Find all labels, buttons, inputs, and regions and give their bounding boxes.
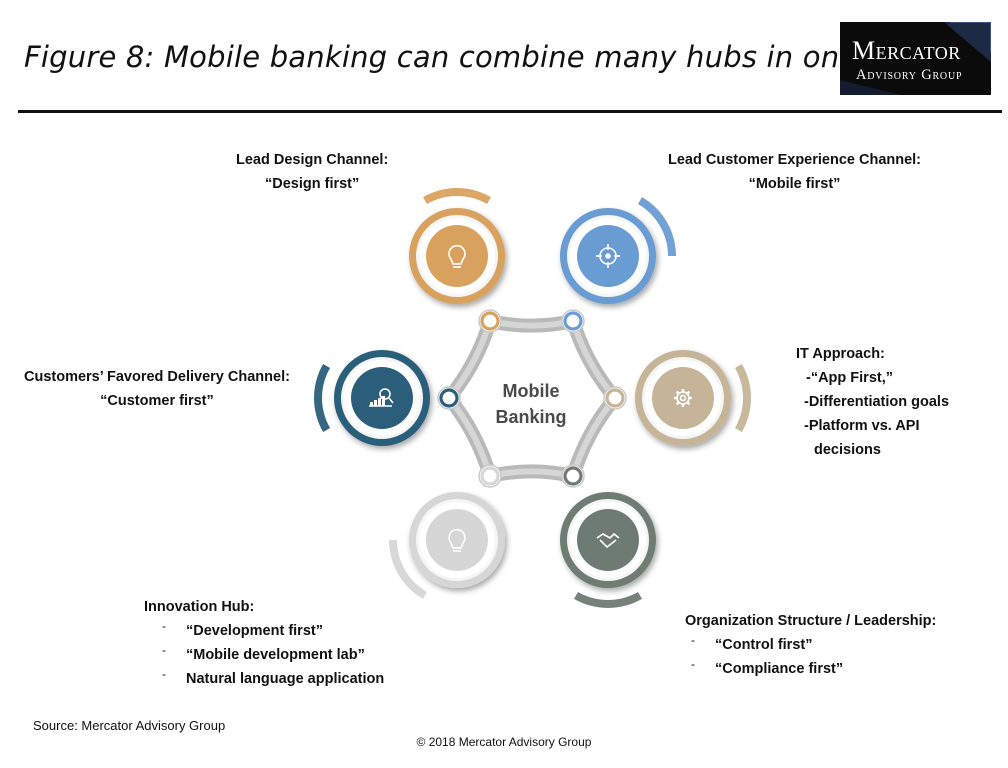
- lightbulb-gear-icon: [448, 244, 466, 268]
- figure-title: Figure 8: Mobile banking can combine man…: [24, 40, 867, 74]
- list-item: “Mobile development lab”: [156, 638, 384, 667]
- list-item: Natural language application: [156, 662, 384, 691]
- list-item: “Control first”: [685, 628, 936, 657]
- hub-circles: [334, 208, 731, 588]
- copyright-note: © 2018 Mercator Advisory Group: [416, 735, 592, 749]
- hub-circle-organization: [560, 492, 656, 588]
- hub-label-customers: Customers’ Favored Delivery Channel: “Cu…: [24, 369, 290, 409]
- ring-node-design: [478, 309, 502, 333]
- logo-text-secondary: Advisory Group: [856, 67, 963, 83]
- source-note: Source: Mercator Advisory Group: [33, 718, 226, 733]
- hub-circle-design: [409, 208, 505, 304]
- hub-circle-it-approach: [635, 350, 731, 446]
- hub-circle-customer-experience: [560, 208, 656, 304]
- ring-node-it-approach: [603, 386, 627, 410]
- logo-text-primary: Mercator: [852, 36, 961, 65]
- hub-label-customer-experience: Lead Customer Experience Channel: “Mobil…: [668, 152, 922, 192]
- crosshair-target-icon: [596, 244, 620, 268]
- hub-arcs: [313, 188, 751, 608]
- center-dot: [529, 407, 533, 411]
- hub-label-design: Lead Design Channel: “Design first”: [236, 152, 389, 192]
- ring-node-organization: [561, 464, 585, 488]
- hub-arc-customers: [313, 364, 331, 432]
- list-item: “Compliance first”: [685, 652, 936, 681]
- hub-label-innovation: Innovation Hub: “Development first” “Mob…: [144, 595, 384, 691]
- center-label: Mobile Banking: [495, 381, 567, 427]
- ring-nodes: [437, 309, 627, 488]
- lightbulb-icon: [448, 528, 466, 552]
- hub-arc-organization: [574, 591, 642, 608]
- hub-circle-innovation: [409, 492, 505, 588]
- hub-arc-innovation: [389, 540, 427, 599]
- hub-label-organization: Organization Structure / Leadership: “Co…: [685, 609, 936, 681]
- title-divider: [18, 110, 1002, 113]
- ring-node-customers: [437, 386, 461, 410]
- hub-arc-design: [423, 188, 491, 205]
- list-item: “Development first”: [156, 614, 384, 643]
- ring-node-innovation: [478, 464, 502, 488]
- hub-arc-it-approach: [734, 364, 751, 432]
- company-logo: Mercator Advisory Group: [840, 22, 991, 95]
- analytics-magnifier-icon: [369, 388, 394, 407]
- ring-node-customer-experience: [561, 309, 585, 333]
- hub-label-it-approach: IT Approach: -“App First,” -Differentiat…: [796, 346, 950, 458]
- hub-circle-customers: [334, 350, 430, 446]
- gear-icon: [674, 389, 692, 407]
- handshake-icon: [596, 532, 620, 549]
- hub-arc-customer-experience: [638, 197, 676, 256]
- logo-accent-shape: [840, 22, 991, 95]
